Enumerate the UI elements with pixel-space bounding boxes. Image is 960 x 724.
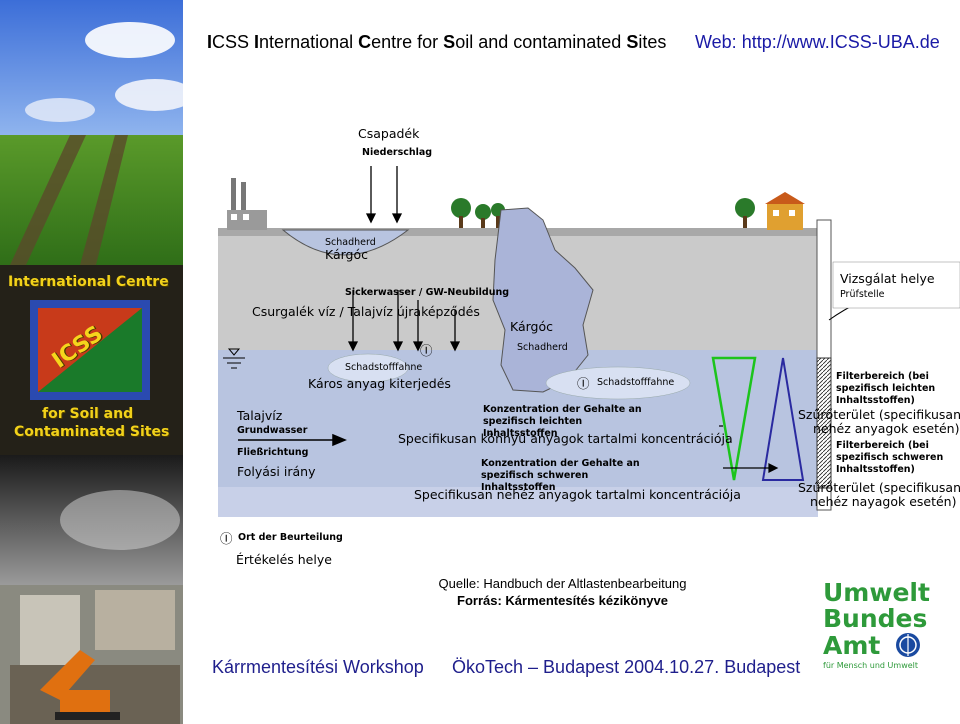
uba-logo: Umwelt Bundes Amt für Mensch und Umwelt [823,578,953,671]
label-kargoc-top: Kárgóc [325,247,369,262]
light-concentration-triangle [711,356,757,481]
label-filter-leicht: Filterbereich (bei spezifisch leichten I… [836,371,936,406]
uba-logo-tagline: für Mensch und Umwelt [823,661,919,670]
tree-icon [451,198,755,228]
sidebar-line2: for Soil and [42,406,134,422]
label-spec-nehez: Specifikusan nehéz anyagok tartalmi konc… [414,487,741,502]
label-spec-konnyu: Specifikusan könnyű anyagok tartalmi kon… [398,431,733,446]
header-title: ICSS International Centre for Soil and c… [207,32,667,52]
source-forras: Forrás: Kármentesítés kézikönyve [457,593,668,608]
source-zone-top [281,229,410,256]
legend-ort: Ort der Beurteilung [238,532,343,543]
label-szuro-1b: nehéz anyagok esetén) [813,421,960,436]
label-kargoc-mid: Kárgóc [510,319,554,334]
label-szuro-2a: Szűrőterület (specifikusan [798,480,960,495]
footer-event: ÖkoTech – Budapest 2004.10.27. Budapest [452,657,801,677]
plume-1 [327,353,409,383]
sidebar-line3: Contaminated Sites [14,424,170,440]
groundwater-diagram [218,166,960,517]
source-zone-mid [492,207,594,393]
label-csapadek: Csapadék [358,126,420,141]
uba-logo-line2: Bundes [823,604,928,633]
sidebar: International Centre ICSS for Soil and C… [0,0,183,724]
house-icon [765,192,805,230]
label-konz-leicht: Konzentration der Gehalte an spezifisch … [483,404,642,439]
factory-icon [227,178,267,230]
uba-logo-line1: Umwelt [823,578,930,607]
footer-workshop: Kárrmentesítési Workshop [212,657,424,677]
label-grundwasser: Grundwasser [237,425,308,436]
label-szuro-1a: Szűrőterület (specifikusan [798,407,960,422]
uba-logo-line3: Amt [823,631,881,660]
label-fliessrichtung: Fließrichtung [237,447,309,458]
marker-symbol-1: Ⓘ [420,343,433,358]
sidebar-line1: International Centre [8,274,169,290]
plume-2 [545,366,691,400]
globe-icon [895,633,920,657]
legend-ertekeles: Értékelés helye [236,552,332,567]
label-schadstofffahne-2: Schadstofffahne [597,377,675,388]
source-quelle: Quelle: Handbuch der Altlastenbearbeitun… [438,576,687,591]
label-filter-schwer: Filterbereich (bei spezifisch schweren I… [836,440,944,475]
label-schadherd-mid: Schadherd [517,342,568,353]
label-talajviz: Talajvíz [237,408,283,423]
water-table-icon [223,348,245,369]
label-vizsgalat: Vizsgálat helye [840,271,935,286]
legend-marker-symbol: Ⓘ [220,531,233,546]
label-schadstofffahne-1: Schadstofffahne [345,362,423,373]
header-web-link[interactable]: Web: http://www.ICSS-UBA.de [695,32,940,52]
sidebar-collage [0,0,183,724]
marker-symbol-2: Ⓘ [577,376,590,391]
label-pruefstelle: Prüfstelle [840,289,885,300]
label-csurgalek: Csurgalék víz / Talajvíz újraképződés [252,304,480,319]
label-niederschlag: Niederschlag [362,147,433,158]
heavy-concentration-triangle [761,357,805,481]
label-sickerwasser: Sickerwasser / GW-Neubildung [345,287,510,298]
precipitation-arrows [365,166,403,224]
label-konz-schwer: Konzentration der Gehalte an spezifisch … [481,458,640,493]
flow-arrow [238,433,347,447]
seepage-arrows [347,290,461,352]
label-schadherd-top: Schadherd [325,237,376,248]
label-karos: Káros anyag kiterjedés [308,376,451,391]
label-folyasi: Folyási irány [237,464,316,479]
label-szuro-2b: nehéz nayagok esetén) [810,494,957,509]
